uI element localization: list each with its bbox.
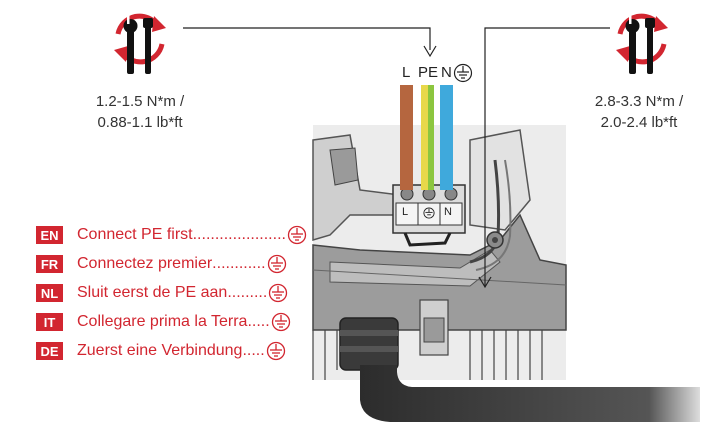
- instruction-text-nl: Sluit eerst de PE aan: [77, 284, 228, 301]
- torque-right-label: 2.8-3.3 N*m / 2.0-2.4 lb*ft: [574, 91, 704, 133]
- instruction-row-it: IT Collegare prima la Terra .....: [36, 311, 291, 333]
- instruction-text-de: Zuerst eine Verbindung: [77, 342, 243, 359]
- wire-l: [400, 85, 413, 190]
- arrow-down-icon: [423, 45, 437, 58]
- lang-code-it: IT: [36, 313, 63, 331]
- tool-rotation-icon-left: [114, 13, 166, 74]
- ground-symbol-icon: [287, 225, 307, 245]
- lang-code-nl: NL: [36, 284, 63, 302]
- torque-left-label: 1.2-1.5 N*m / 0.88-1.1 lb*ft: [70, 91, 210, 133]
- torque-left-line2: 0.88-1.1 lb*ft: [97, 114, 183, 131]
- ground-symbol-icon: [267, 254, 286, 274]
- instruction-row-fr: FR Connectez premier ............: [36, 253, 287, 275]
- terminal-ground-icon: [423, 207, 435, 219]
- ground-symbol-icon: [271, 312, 290, 332]
- instruction-dots-nl: .........: [227, 284, 268, 301]
- ground-symbol-icon: [269, 283, 288, 303]
- instruction-dots-fr: ............: [212, 255, 266, 272]
- instruction-dots-it: .....: [247, 313, 270, 330]
- wire-pe-green: [428, 85, 434, 190]
- lang-code-de: DE: [36, 342, 63, 360]
- wire-label-n: N: [441, 64, 452, 81]
- torque-right-line1: 2.8-3.3 N*m /: [594, 93, 684, 110]
- wire-n: [440, 85, 453, 190]
- instruction-text-fr: Connectez premier: [77, 255, 213, 272]
- instruction-row-nl: NL Sluit eerst de PE aan .........: [36, 282, 288, 304]
- instruction-text-it: Collegare prima la Terra: [77, 313, 248, 330]
- torque-left-line1: 1.2-1.5 N*m /: [95, 93, 185, 110]
- instruction-dots-en: .....................: [192, 226, 286, 243]
- terminal-label-l: L: [402, 206, 409, 218]
- wire-pe-yellow: [421, 85, 428, 190]
- torque-right-line2: 2.0-2.4 lb*ft: [600, 114, 678, 131]
- instruction-text-en: Connect PE first: [77, 226, 193, 243]
- leader-line-left: [183, 27, 431, 50]
- leader-line-right: [484, 27, 610, 287]
- ac-cable: [360, 365, 700, 422]
- instruction-row-de: DE Zuerst eine Verbindung .....: [36, 340, 286, 362]
- tool-rotation-icon-right: [616, 13, 668, 74]
- cable-gland: [339, 317, 399, 371]
- ground-symbol-icon: [453, 63, 473, 83]
- instruction-row-en: EN Connect PE first ....................…: [36, 224, 307, 246]
- lang-code-en: EN: [36, 226, 63, 244]
- ground-symbol-icon: [266, 341, 285, 361]
- terminal-label-n: N: [444, 206, 452, 218]
- instruction-dots-de: .....: [242, 342, 265, 359]
- wire-label-l: L: [402, 64, 411, 81]
- wire-label-pe: PE: [418, 64, 439, 81]
- lang-code-fr: FR: [36, 255, 63, 273]
